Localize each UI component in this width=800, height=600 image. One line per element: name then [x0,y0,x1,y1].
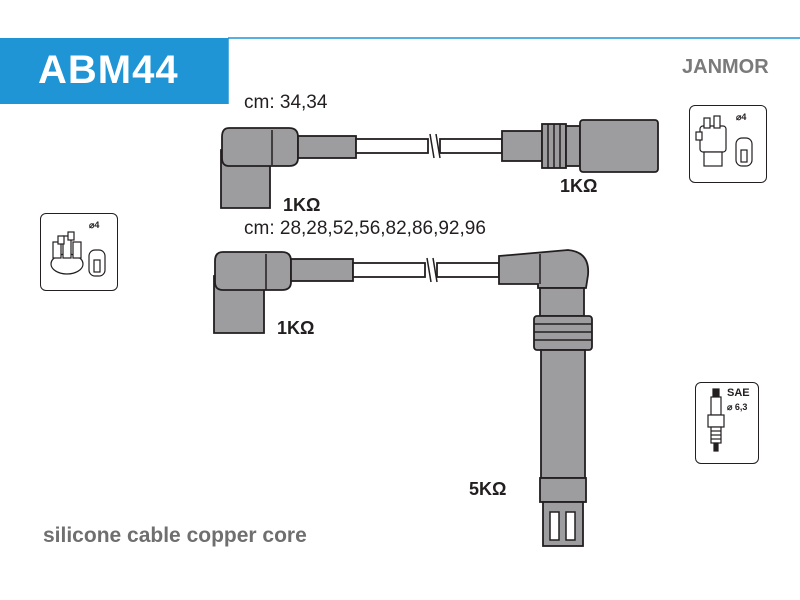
cable-2-ribbed-section [533,315,593,351]
product-description: silicone cable copper core [43,524,307,547]
cable-1-end-resistance: 1KΩ [560,176,598,196]
cable-2-left-connector [214,251,292,291]
ignition-coil-icon: ⌀4 [689,105,767,183]
cable-2-length-label: cm: 28,28,52,56,82,86,92,96 [244,218,486,239]
coil-icon-drawing [695,115,753,167]
cable-2-plug-terminal [542,501,584,547]
cable-1-left-connector [221,127,299,167]
part-code: ABM44 [38,48,179,92]
spark-plug-standard-label: SAE [727,387,750,399]
cable-1-right-sleeve [501,130,543,162]
cable-1-length-label: cm: 34,34 [244,92,328,113]
distributor-diameter-label: ⌀4 [89,220,100,230]
brand-name: JANMOR [682,56,769,78]
cable-2-plug-collar [539,477,587,503]
cable-2-left-sleeve [290,258,354,282]
cable-1-wire-left [355,138,429,154]
cable-1-start-resistance: 1KΩ [283,195,321,215]
part-code-badge [0,38,228,104]
cable-2-end-resistance: 5KΩ [469,479,507,499]
spark-plug-icon-drawing [707,388,725,452]
distributor-cap-icon: ⌀4 [40,213,118,291]
cable-2-wire-left [352,262,426,278]
cable-1-right-boot [579,119,659,173]
cable-2-elbow-neck [539,287,585,317]
spark-plug-icon: SAE ⌀ 6,3 [695,382,759,464]
distributor-icon-drawing [50,231,106,277]
cable-2-wire-right [436,262,500,278]
cable-2-plug-tube [540,349,586,479]
spark-plug-diameter-label: ⌀ 6,3 [727,402,748,412]
coil-diameter-label: ⌀4 [736,112,747,122]
cable-2-right-elbow [498,249,590,289]
cable-2-start-resistance: 1KΩ [277,318,315,338]
